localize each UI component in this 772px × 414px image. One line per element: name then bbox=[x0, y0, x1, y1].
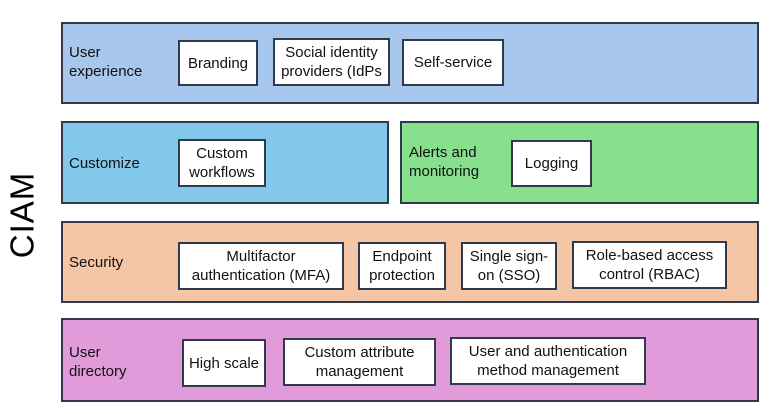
band-title-user-experience: User experience bbox=[69, 44, 143, 80]
chip-branding: Branding bbox=[178, 40, 258, 86]
chip-user-auth-method-management: User and authentication method managemen… bbox=[450, 337, 646, 385]
chip-logging: Logging bbox=[511, 140, 592, 187]
chip-mfa: Multifactor authentication (MFA) bbox=[178, 242, 344, 290]
chip-self-service: Self-service bbox=[402, 39, 504, 86]
chip-custom-attribute-management: Custom attribute management bbox=[283, 338, 436, 386]
chip-endpoint-protection: Endpoint protection bbox=[358, 242, 446, 290]
ciam-label: CIAM bbox=[2, 170, 42, 260]
band-title-alerts-monitoring: Alerts and monitoring bbox=[409, 144, 480, 180]
band-title-security: Security bbox=[69, 254, 124, 271]
band-user-experience: User experience Branding Social identity… bbox=[61, 22, 759, 104]
band-security: Security Multifactor authentication (MFA… bbox=[61, 221, 759, 303]
ciam-text: CIAM bbox=[3, 171, 40, 259]
band-customize: Customize Custom workflows bbox=[61, 121, 389, 204]
band-alerts-monitoring: Alerts and monitoring Logging bbox=[400, 121, 759, 204]
band-user-directory: User directory High scale Custom attribu… bbox=[61, 318, 759, 402]
band-title-customize: Customize bbox=[69, 155, 140, 172]
chip-sso: Single sign-on (SSO) bbox=[461, 242, 557, 290]
band-title-user-directory: User directory bbox=[69, 344, 127, 380]
chip-high-scale: High scale bbox=[182, 339, 266, 387]
chip-social-identity-providers: Social identity providers (IdPs bbox=[273, 38, 390, 86]
chip-rbac: Role-based access control (RBAC) bbox=[572, 241, 727, 289]
chip-custom-workflows: Custom workflows bbox=[178, 139, 266, 187]
